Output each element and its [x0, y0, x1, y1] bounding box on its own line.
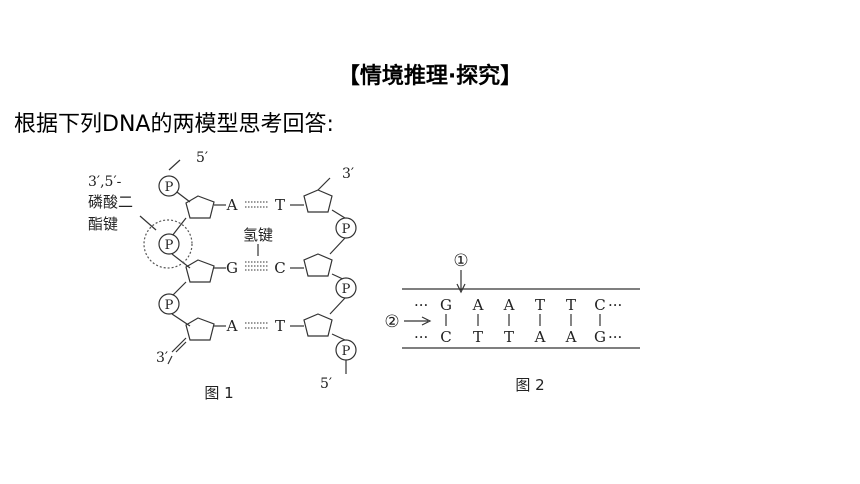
three-prime-top-right: 3′: [342, 166, 354, 182]
top-base-6: C: [594, 296, 605, 314]
deoxyribose-left-2: [185, 259, 215, 283]
bottom-base-2: T: [473, 328, 483, 346]
hydrogen-bonds: [245, 201, 268, 329]
top-strand-bases: ··· G A A T T C ···: [414, 296, 622, 314]
figure1-caption: 图 1: [204, 384, 233, 402]
hydrogen-bond-label: 氢键: [243, 226, 273, 244]
base-right-2: C: [274, 259, 285, 277]
top-base-2: A: [472, 296, 484, 314]
bond-label-line3: 酯键: [88, 215, 118, 233]
phosphate-left-3: P: [158, 293, 180, 315]
bottom-base-5: A: [565, 328, 577, 346]
phosphate-left-2: P: [158, 233, 180, 255]
top-ellipsis-left: ···: [414, 296, 428, 314]
five-prime-top-left: 5′: [196, 150, 208, 166]
bottom-base-4: A: [534, 328, 546, 346]
svg-text:P: P: [165, 298, 174, 313]
bottom-ellipsis-right: ···: [608, 328, 622, 346]
bottom-strand-bases: ··· C T T A A G ···: [414, 328, 622, 346]
marker-2: ②: [384, 312, 399, 332]
phosphate-right-1: P: [335, 217, 357, 239]
svg-text:P: P: [165, 238, 174, 253]
top-base-3: A: [503, 296, 515, 314]
base-left-1: A: [226, 196, 238, 214]
top-base-4: T: [535, 296, 545, 314]
svg-text:P: P: [342, 282, 351, 297]
phosphate-left-1: P: [158, 175, 180, 197]
bottom-ellipsis-left: ···: [414, 328, 428, 346]
deoxyribose-right-3: [303, 313, 333, 337]
top-base-1: G: [440, 296, 452, 314]
base-left-2: G: [226, 259, 238, 277]
top-ellipsis-right: ···: [608, 296, 622, 314]
phosphate-right-3: P: [335, 339, 357, 361]
base-right-3: T: [275, 317, 285, 335]
bond-label-line2: 磷酸二: [88, 193, 133, 211]
bottom-base-1: C: [440, 328, 451, 346]
question-text: 根据下列DNA的两模型思考回答:: [14, 112, 334, 137]
phosphate-right-2: P: [335, 277, 357, 299]
deoxyribose-left-3: [185, 317, 215, 341]
bond-label-line1: 3′,5′-: [88, 174, 122, 190]
svg-text:P: P: [165, 180, 174, 195]
bottom-base-6: G: [594, 328, 606, 346]
marker-1: ①: [453, 251, 468, 271]
top-base-5: T: [566, 296, 576, 314]
svg-text:P: P: [342, 344, 351, 359]
section-title: 【情境推理·探究】: [337, 64, 523, 89]
deoxyribose-left-1: [185, 195, 215, 219]
base-left-3: A: [226, 317, 238, 335]
figure2-caption: 图 2: [515, 376, 544, 394]
base-right-1: T: [275, 196, 285, 214]
bottom-base-3: T: [504, 328, 514, 346]
figure2-dna-segment: [402, 270, 640, 349]
deoxyribose-right-1: [303, 189, 333, 213]
three-prime-bottom-left: 3′: [156, 350, 168, 366]
phosphodiester-highlight: [143, 219, 193, 269]
svg-text:P: P: [342, 222, 351, 237]
five-prime-bottom-right: 5′: [320, 376, 332, 392]
deoxyribose-right-2: [303, 253, 333, 277]
phosphates: P P P P P P: [158, 175, 357, 361]
base-pairs: A T G C A T: [226, 196, 286, 335]
